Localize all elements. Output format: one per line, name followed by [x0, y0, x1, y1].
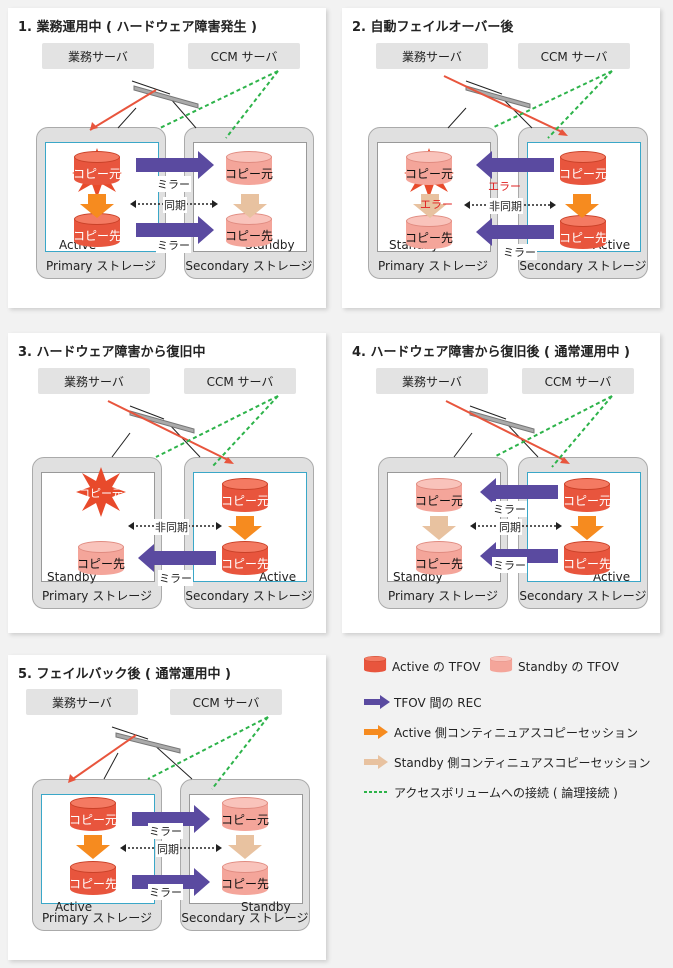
active-source-volume: コピー元: [69, 797, 117, 837]
mirror-label: ミラー: [156, 176, 191, 192]
async-label: 非同期: [154, 519, 189, 535]
panel-title: 3. ハードウェア障害から復旧中: [18, 345, 206, 360]
secondary-storage-label: Secondary ストレージ: [519, 259, 647, 273]
panel-title: 5. フェイルバック後 ( 通常運用中 ): [18, 667, 231, 682]
primary-storage-label: Primary ストレージ: [46, 259, 156, 273]
failure-burst-icon: [76, 467, 126, 517]
mirror-label: ミラー: [156, 237, 191, 253]
mirror-label: ミラー: [492, 557, 527, 573]
ccm-server: CCM サーバ: [522, 368, 634, 394]
standby-dest-volume: コピー先: [405, 215, 453, 255]
panel-1: 1. 業務運用中 ( ハードウェア障害発生 ) 業務サーバ CCM サーバ Ac…: [8, 8, 326, 308]
ccm-server: CCM サーバ: [170, 689, 282, 715]
legend-logical-connection: アクセスボリュームへの接続 ( 論理接続 ): [364, 782, 618, 802]
active-source-volume: コピー元: [559, 151, 607, 191]
primary-storage-label: Primary ストレージ: [42, 911, 152, 925]
mirror-label: ミラー: [492, 501, 527, 517]
primary-storage-label: Primary ストレージ: [378, 259, 488, 273]
standby-volume-icon: [490, 656, 513, 673]
state-label: Active: [259, 570, 297, 584]
secondary-storage: Active Secondary ストレージ: [518, 127, 648, 279]
active-session-arrow-icon: [364, 725, 388, 739]
ccm-server: CCM サーバ: [188, 43, 300, 69]
dashed-line-icon: [364, 791, 388, 793]
legend-rec: TFOV 間の REC: [364, 692, 482, 712]
panel-4: 4. ハードウェア障害から復旧後 ( 通常運用中 ) 業務サーバ CCM サーバ…: [342, 333, 660, 633]
panel-3: 3. ハードウェア障害から復旧中 業務サーバ CCM サーバ Standby P…: [8, 333, 326, 633]
business-server: 業務サーバ: [376, 43, 488, 69]
standby-dest-volume: コピー先: [225, 213, 273, 253]
sync-label: 同期: [156, 841, 180, 857]
standby-dest-volume: コピー先: [221, 861, 269, 901]
sync-label: 同期: [163, 197, 187, 213]
secondary-storage-label: Secondary ストレージ: [185, 259, 313, 273]
panel-title: 1. 業務運用中 ( ハードウェア障害発生 ): [18, 20, 257, 35]
standby-dest-volume: コピー先: [415, 541, 463, 581]
rec-arrow-icon: [364, 695, 390, 709]
standby-source-volume: コピー元: [415, 478, 463, 518]
business-server: 業務サーバ: [38, 368, 150, 394]
secondary-storage-label: Secondary ストレージ: [519, 589, 647, 603]
legend-standby-tfov: Standby の TFOV: [490, 656, 619, 676]
active-dest-volume: コピー先: [69, 861, 117, 901]
mirror-label: ミラー: [158, 570, 193, 586]
sync-label: 同期: [498, 519, 522, 535]
mirror-label: ミラー: [148, 823, 183, 839]
state-label: Active: [55, 900, 93, 914]
panel-title: 4. ハードウェア障害から復旧後 ( 通常運用中 ): [352, 345, 630, 360]
active-source-volume: コピー元: [221, 478, 269, 518]
panel-2: 2. 自動フェイルオーバー後 業務サーバ CCM サーバ Standby Pri…: [342, 8, 660, 308]
legend-active-session: Active 側コンティニュアスコピーセッション: [364, 722, 638, 742]
primary-storage-label: Primary ストレージ: [42, 589, 152, 603]
state-label: Standby: [241, 900, 291, 914]
standby-session-arrow-icon: [364, 755, 388, 769]
active-source-volume: コピー元: [563, 478, 611, 518]
active-source-volume: コピー元: [73, 151, 121, 191]
state-label: Active: [593, 570, 631, 584]
panel-title: 2. 自動フェイルオーバー後: [352, 20, 514, 35]
active-dest-volume: コピー先: [559, 215, 607, 255]
secondary-storage-label: Secondary ストレージ: [185, 589, 313, 603]
secondary-storage-label: Secondary ストレージ: [181, 911, 309, 925]
state-label: Standby: [47, 570, 97, 584]
active-dest-volume: コピー先: [221, 541, 269, 581]
ccm-server: CCM サーバ: [518, 43, 630, 69]
standby-source-volume: コピー元: [405, 151, 453, 191]
business-server: 業務サーバ: [376, 368, 488, 394]
standby-source-volume: コピー元: [221, 797, 269, 837]
legend-standby-session: Standby 側コンティニュアスコピーセッション: [364, 752, 650, 772]
source-label: コピー元: [79, 487, 123, 500]
mirror-label: ミラー: [502, 244, 537, 260]
error-label: エラー: [420, 198, 453, 211]
mirror-label: ミラー: [148, 884, 183, 900]
panel-5: 5. フェイルバック後 ( 通常運用中 ) 業務サーバ CCM サーバ Acti…: [8, 655, 326, 960]
active-dest-volume: コピー先: [563, 541, 611, 581]
ccm-server: CCM サーバ: [184, 368, 296, 394]
standby-source-volume: コピー元: [225, 151, 273, 191]
secondary-storage: Standby Secondary ストレージ: [184, 127, 314, 279]
legend-active-tfov: Active の TFOV: [364, 656, 480, 676]
active-dest-volume: コピー先: [73, 213, 121, 253]
primary-storage-label: Primary ストレージ: [388, 589, 498, 603]
business-server: 業務サーバ: [42, 43, 154, 69]
error-label: エラー: [488, 180, 521, 193]
active-volume-icon: [364, 656, 387, 673]
business-server: 業務サーバ: [26, 689, 138, 715]
async-label: 非同期: [488, 198, 523, 214]
standby-dest-volume: コピー先: [77, 541, 125, 581]
